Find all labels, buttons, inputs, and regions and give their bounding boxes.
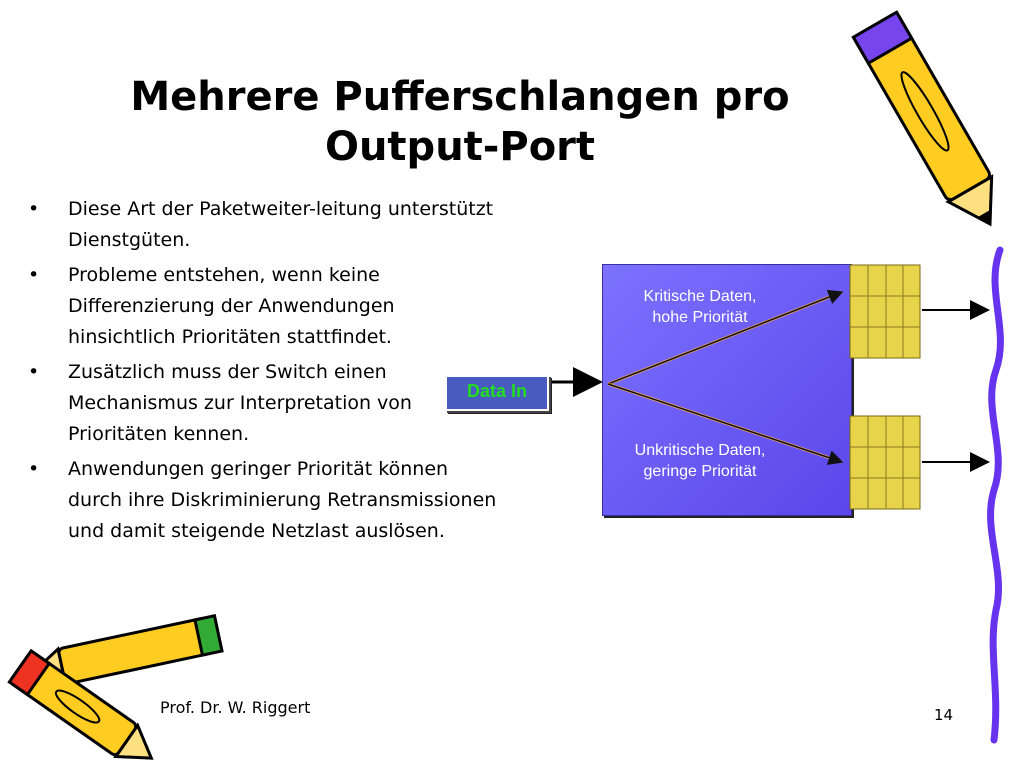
high-priority-queue xyxy=(849,264,921,359)
bullet-item: • Diese Art der Paketweiter-leitung unte… xyxy=(28,194,498,256)
page-number: 14 xyxy=(934,706,954,724)
bullet-text: Zusätzlich muss der Switch einen Mechani… xyxy=(68,361,412,445)
high-priority-label-text: Kritische Daten, hohe Priorität xyxy=(643,288,757,326)
bullet-list: • Diese Art der Paketweiter-leitung unte… xyxy=(28,194,498,551)
bullet-text: Probleme entstehen, wenn keine Differenz… xyxy=(68,264,395,348)
bullet-marker: • xyxy=(28,458,40,480)
title-line-2: Output-Port xyxy=(324,124,596,170)
bullet-item: • Probleme entstehen, wenn keine Differe… xyxy=(28,260,498,353)
bullet-item: • Zusätzlich muss der Switch einen Mecha… xyxy=(28,357,498,450)
pencil-icon xyxy=(851,10,994,227)
bullet-text: Diese Art der Paketweiter-leitung unters… xyxy=(68,198,494,251)
bullet-text: Anwendungen geringer Priorität können du… xyxy=(68,458,497,542)
low-priority-queue xyxy=(849,415,921,510)
bullet-marker: • xyxy=(28,264,40,286)
bullet-marker: • xyxy=(28,198,40,220)
low-priority-label-text: Unkritische Daten, geringe Priorität xyxy=(634,442,766,480)
low-priority-label: Unkritische Daten, geringe Priorität xyxy=(600,440,800,482)
bullet-marker: • xyxy=(28,361,40,383)
squiggle-icon xyxy=(987,246,1004,744)
switch-box xyxy=(602,264,852,516)
bullet-item: • Anwendungen geringer Priorität können … xyxy=(28,454,498,547)
high-priority-label: Kritische Daten, hohe Priorität xyxy=(600,286,800,328)
pencils-icon xyxy=(7,613,224,760)
data-in-label: Data In xyxy=(445,375,549,411)
author-footer: Prof. Dr. W. Riggert xyxy=(160,698,311,717)
title-line-1: Mehrere Pufferschlangen pro xyxy=(130,74,790,120)
slide-title: Mehrere Pufferschlangen pro Output-Port xyxy=(60,72,860,172)
